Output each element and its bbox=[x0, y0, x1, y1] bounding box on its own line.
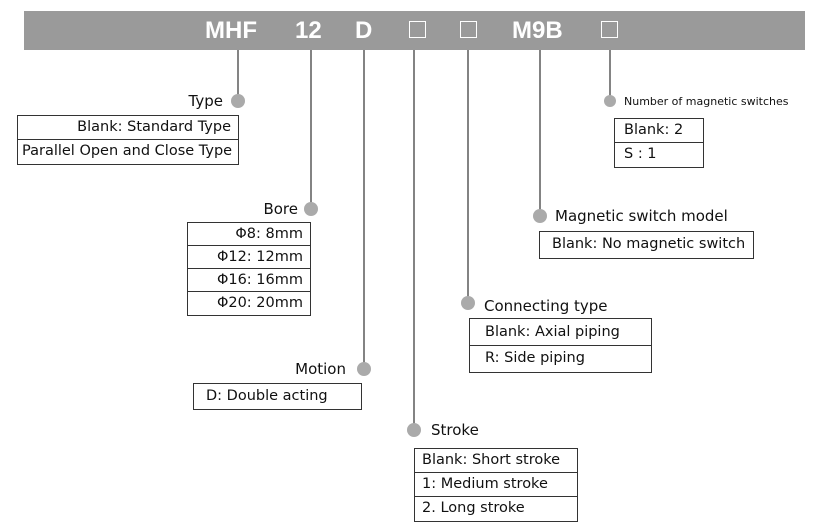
dot-switch-count bbox=[604, 95, 616, 107]
code-motion: D bbox=[355, 17, 373, 44]
dot-motion bbox=[357, 362, 371, 376]
type-label: Type bbox=[188, 92, 223, 110]
code-series: MHF bbox=[205, 17, 257, 44]
stroke-options: Blank: Short stroke 1: Medium stroke 2. … bbox=[414, 448, 578, 522]
bore-option: Φ12: 12mm bbox=[188, 246, 310, 269]
switch-model-label: Magnetic switch model bbox=[555, 207, 728, 225]
switch-count-option: S : 1 bbox=[624, 146, 657, 162]
stroke-option: Blank: Short stroke bbox=[415, 449, 577, 473]
motion-options: D: Double acting bbox=[193, 383, 362, 410]
switch-count-option: Blank: 2 bbox=[615, 119, 703, 143]
motion-option: D: Double acting bbox=[206, 388, 328, 404]
type-options: Blank: Standard Type Parallel Open and C… bbox=[17, 115, 239, 165]
connecting-type-options: Blank: Axial piping R: Side piping bbox=[469, 318, 652, 373]
stroke-option: 2. Long stroke bbox=[422, 500, 525, 516]
dot-switch-model bbox=[533, 209, 547, 223]
stroke-option: 1: Medium stroke bbox=[415, 473, 577, 497]
type-option: Blank: Standard Type bbox=[18, 116, 238, 140]
bore-options: Φ8: 8mm Φ12: 12mm Φ16: 16mm Φ20: 20mm bbox=[187, 222, 311, 316]
connecting-type-label: Connecting type bbox=[484, 297, 608, 315]
placeholder-stroke bbox=[409, 21, 426, 38]
placeholder-connecting bbox=[460, 21, 477, 38]
type-option: Parallel Open and Close Type bbox=[22, 143, 233, 159]
bore-option: Φ8: 8mm bbox=[188, 223, 310, 246]
bore-option: Φ16: 16mm bbox=[188, 269, 310, 292]
motion-label: Motion bbox=[295, 360, 346, 378]
code-bore: 12 bbox=[295, 17, 322, 44]
switch-model-option: Blank: No magnetic switch bbox=[552, 236, 746, 252]
switch-count-options: Blank: 2 S : 1 bbox=[614, 118, 704, 168]
stroke-label: Stroke bbox=[431, 421, 479, 439]
connecting-type-option: Blank: Axial piping bbox=[470, 319, 651, 346]
placeholder-switch-count bbox=[601, 21, 618, 38]
bore-label: Bore bbox=[263, 200, 298, 218]
switch-count-label: Number of magnetic switches bbox=[624, 95, 789, 108]
dot-type bbox=[231, 94, 245, 108]
connecting-type-option: R: Side piping bbox=[485, 350, 585, 366]
bore-option: Φ20: 20mm bbox=[216, 295, 303, 311]
dot-stroke bbox=[407, 423, 421, 437]
switch-model-options: Blank: No magnetic switch bbox=[539, 231, 754, 259]
dot-bore bbox=[304, 202, 318, 216]
dot-connecting bbox=[461, 296, 475, 310]
model-code-bar: MHF 12 D M9B bbox=[24, 11, 805, 50]
code-switch-model: M9B bbox=[512, 17, 563, 44]
